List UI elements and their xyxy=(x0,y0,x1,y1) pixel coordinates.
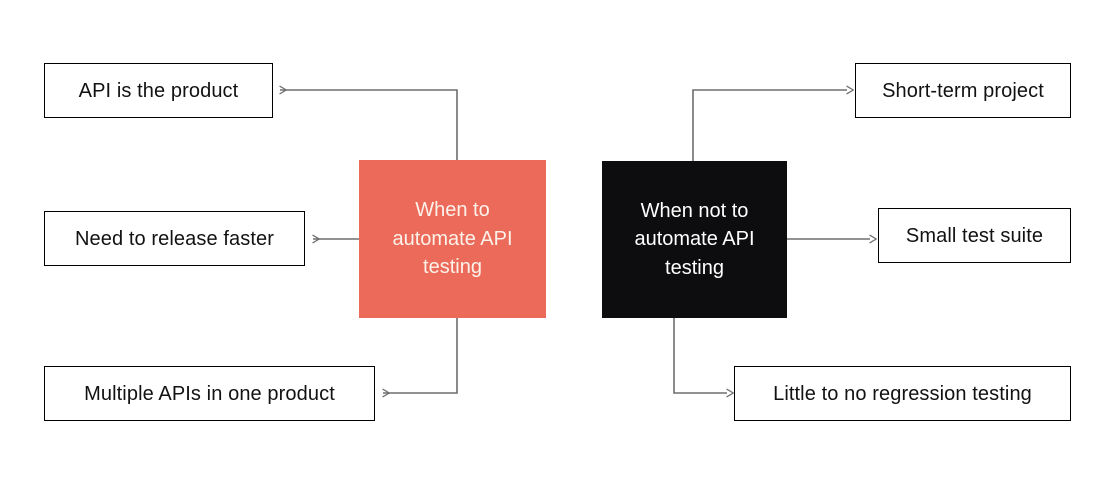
node-label: Short-term project xyxy=(882,79,1044,102)
node-label: Small test suite xyxy=(905,224,1044,247)
hub-label: When not to automate API testing xyxy=(634,199,755,279)
node-need-to-release-faster[interactable]: Need to release faster xyxy=(44,211,305,266)
connector-red-to-multiple-apis xyxy=(382,318,458,398)
node-label: API is the product xyxy=(78,79,239,102)
connector-black-to-little-no-regression xyxy=(673,318,734,398)
node-label: Multiple APIs in one product xyxy=(84,382,335,405)
connector-black-to-short-term-project xyxy=(692,85,854,161)
connector-red-to-api-is-the-product xyxy=(279,85,458,160)
node-label: Need to release faster xyxy=(75,227,274,250)
node-api-is-the-product[interactable]: API is the product xyxy=(44,63,273,118)
node-multiple-apis-in-one-product[interactable]: Multiple APIs in one product xyxy=(44,366,375,421)
hub-when-to-automate-api-testing[interactable]: When to automate API testing xyxy=(359,160,546,318)
hub-when-not-to-automate-api-testing[interactable]: When not to automate API testing xyxy=(602,161,787,318)
node-label: Little to no regression testing xyxy=(773,382,1032,405)
node-small-test-suite[interactable]: Small test suite xyxy=(878,208,1071,263)
node-short-term-project[interactable]: Short-term project xyxy=(855,63,1071,118)
node-little-to-no-regression-testing[interactable]: Little to no regression testing xyxy=(734,366,1071,421)
hub-label: When to automate API testing xyxy=(392,199,513,279)
